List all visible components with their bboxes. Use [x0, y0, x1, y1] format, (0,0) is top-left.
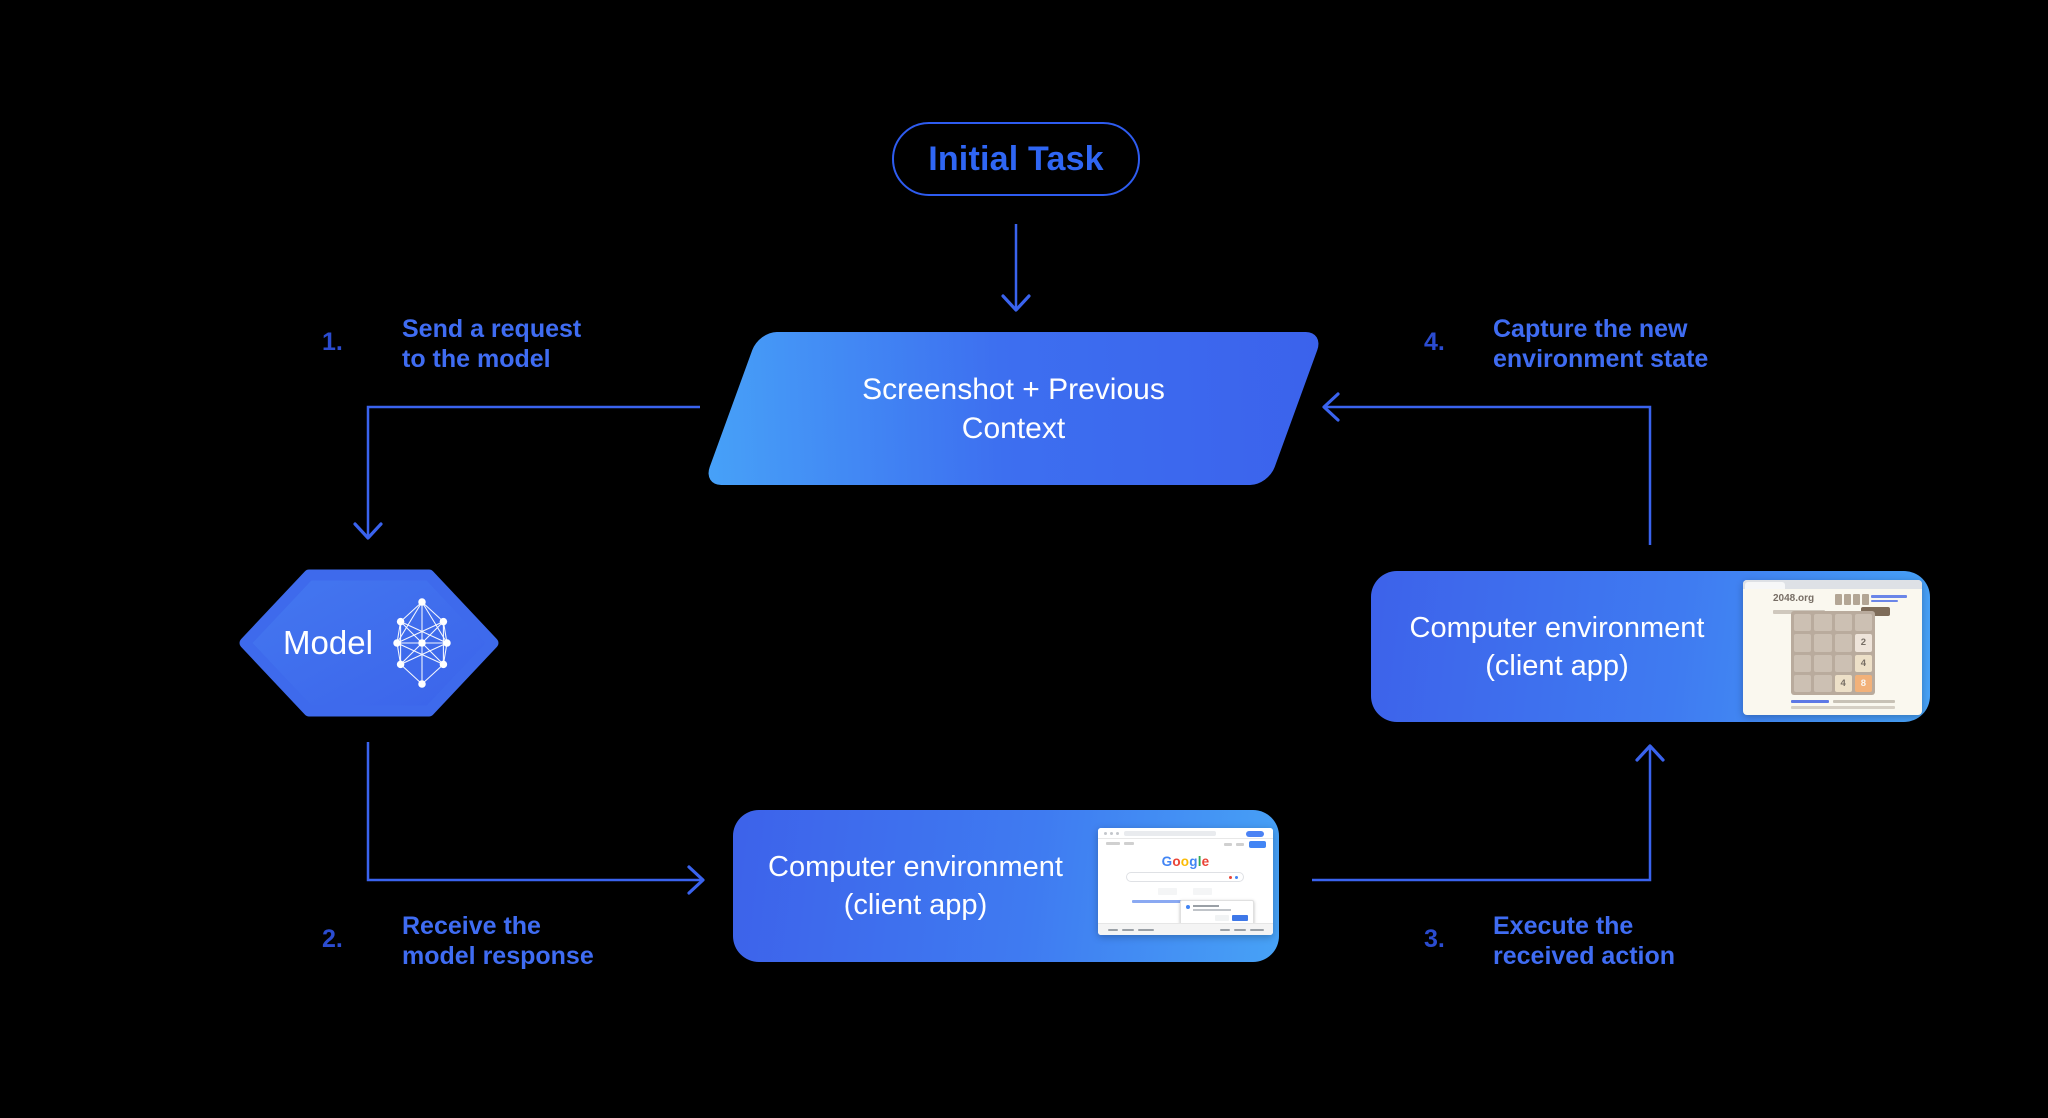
step-1-number: 1.: [322, 328, 343, 356]
browser-dialog: [1180, 900, 1254, 925]
game-footer-link: [1791, 700, 1829, 703]
dialog-secondary-button: [1215, 915, 1229, 921]
env-right-line1: Computer environment: [1409, 611, 1705, 644]
browser-tab-bar: [1743, 580, 1922, 589]
search-input: [1126, 872, 1244, 882]
model-label: Model: [283, 624, 373, 661]
env-node-right: Computer environment (client app) 2048.o…: [1371, 571, 1930, 722]
arrow-env-right-to-screenshot: [1322, 392, 1652, 545]
google-screenshot: Google: [1098, 828, 1273, 935]
game-grid: 2 4 4 8: [1791, 611, 1875, 695]
tile-4: 4: [1854, 654, 1872, 672]
game-site-title: 2048.org: [1773, 593, 1815, 604]
step-1-label: Send a request to the model: [402, 315, 582, 373]
google-logo: Google: [1161, 854, 1210, 869]
env-node-bottom: Computer environment (client app) Google: [733, 810, 1279, 962]
game-2048-screenshot: 2048.org 2 4 4 8: [1743, 580, 1922, 715]
hexagon-shape: [239, 569, 499, 717]
initial-task-pill: Initial Task: [892, 122, 1140, 196]
page-footer: [1098, 923, 1273, 935]
step-4-number: 4.: [1424, 328, 1445, 356]
env-bottom-line1: Computer environment: [768, 851, 1063, 883]
sign-in-button: [1249, 841, 1266, 848]
step-4-label: Capture the new environment state: [1493, 315, 1709, 373]
neural-network-icon: [393, 598, 451, 688]
step-3-number: 3.: [1424, 925, 1445, 953]
step-3-label: Execute the received action: [1493, 912, 1676, 970]
lucky-button: [1193, 888, 1212, 895]
initial-task-label: Initial Task: [928, 139, 1104, 178]
screenshot-context-line1: Screenshot + Previous: [862, 372, 1165, 406]
arrow-initial-to-screenshot: [1001, 224, 1031, 312]
score-boxes: [1835, 594, 1869, 605]
tile-2: 2: [1854, 634, 1872, 652]
tile-8: 8: [1854, 674, 1872, 692]
step-2-label: Receive the model response: [402, 912, 594, 970]
browser-address-bar: [1098, 828, 1273, 839]
browser-profile-pill: [1246, 830, 1264, 837]
dialog-primary-button: [1232, 915, 1248, 921]
mic-icon: [1235, 875, 1238, 879]
url-field: [1124, 831, 1216, 836]
env-bottom-line2: (client app): [843, 889, 988, 921]
screenshot-context-node: Screenshot + Previous Context: [703, 332, 1324, 485]
step-2-number: 2.: [322, 925, 343, 953]
arrow-env-bottom-to-env-right: [1312, 744, 1665, 882]
screenshot-context-line2: Context: [961, 411, 1066, 445]
arrow-model-to-env-bottom: [366, 742, 705, 895]
game-header-links: [1871, 595, 1907, 604]
model-node: Model: [229, 563, 509, 723]
camera-icon: [1229, 875, 1232, 879]
tile-4: 4: [1834, 674, 1852, 692]
arrow-screenshot-to-model: [353, 405, 700, 540]
search-button: [1158, 888, 1177, 895]
env-right-line2: (client app): [1485, 649, 1629, 682]
new-game-button: [1861, 607, 1890, 616]
